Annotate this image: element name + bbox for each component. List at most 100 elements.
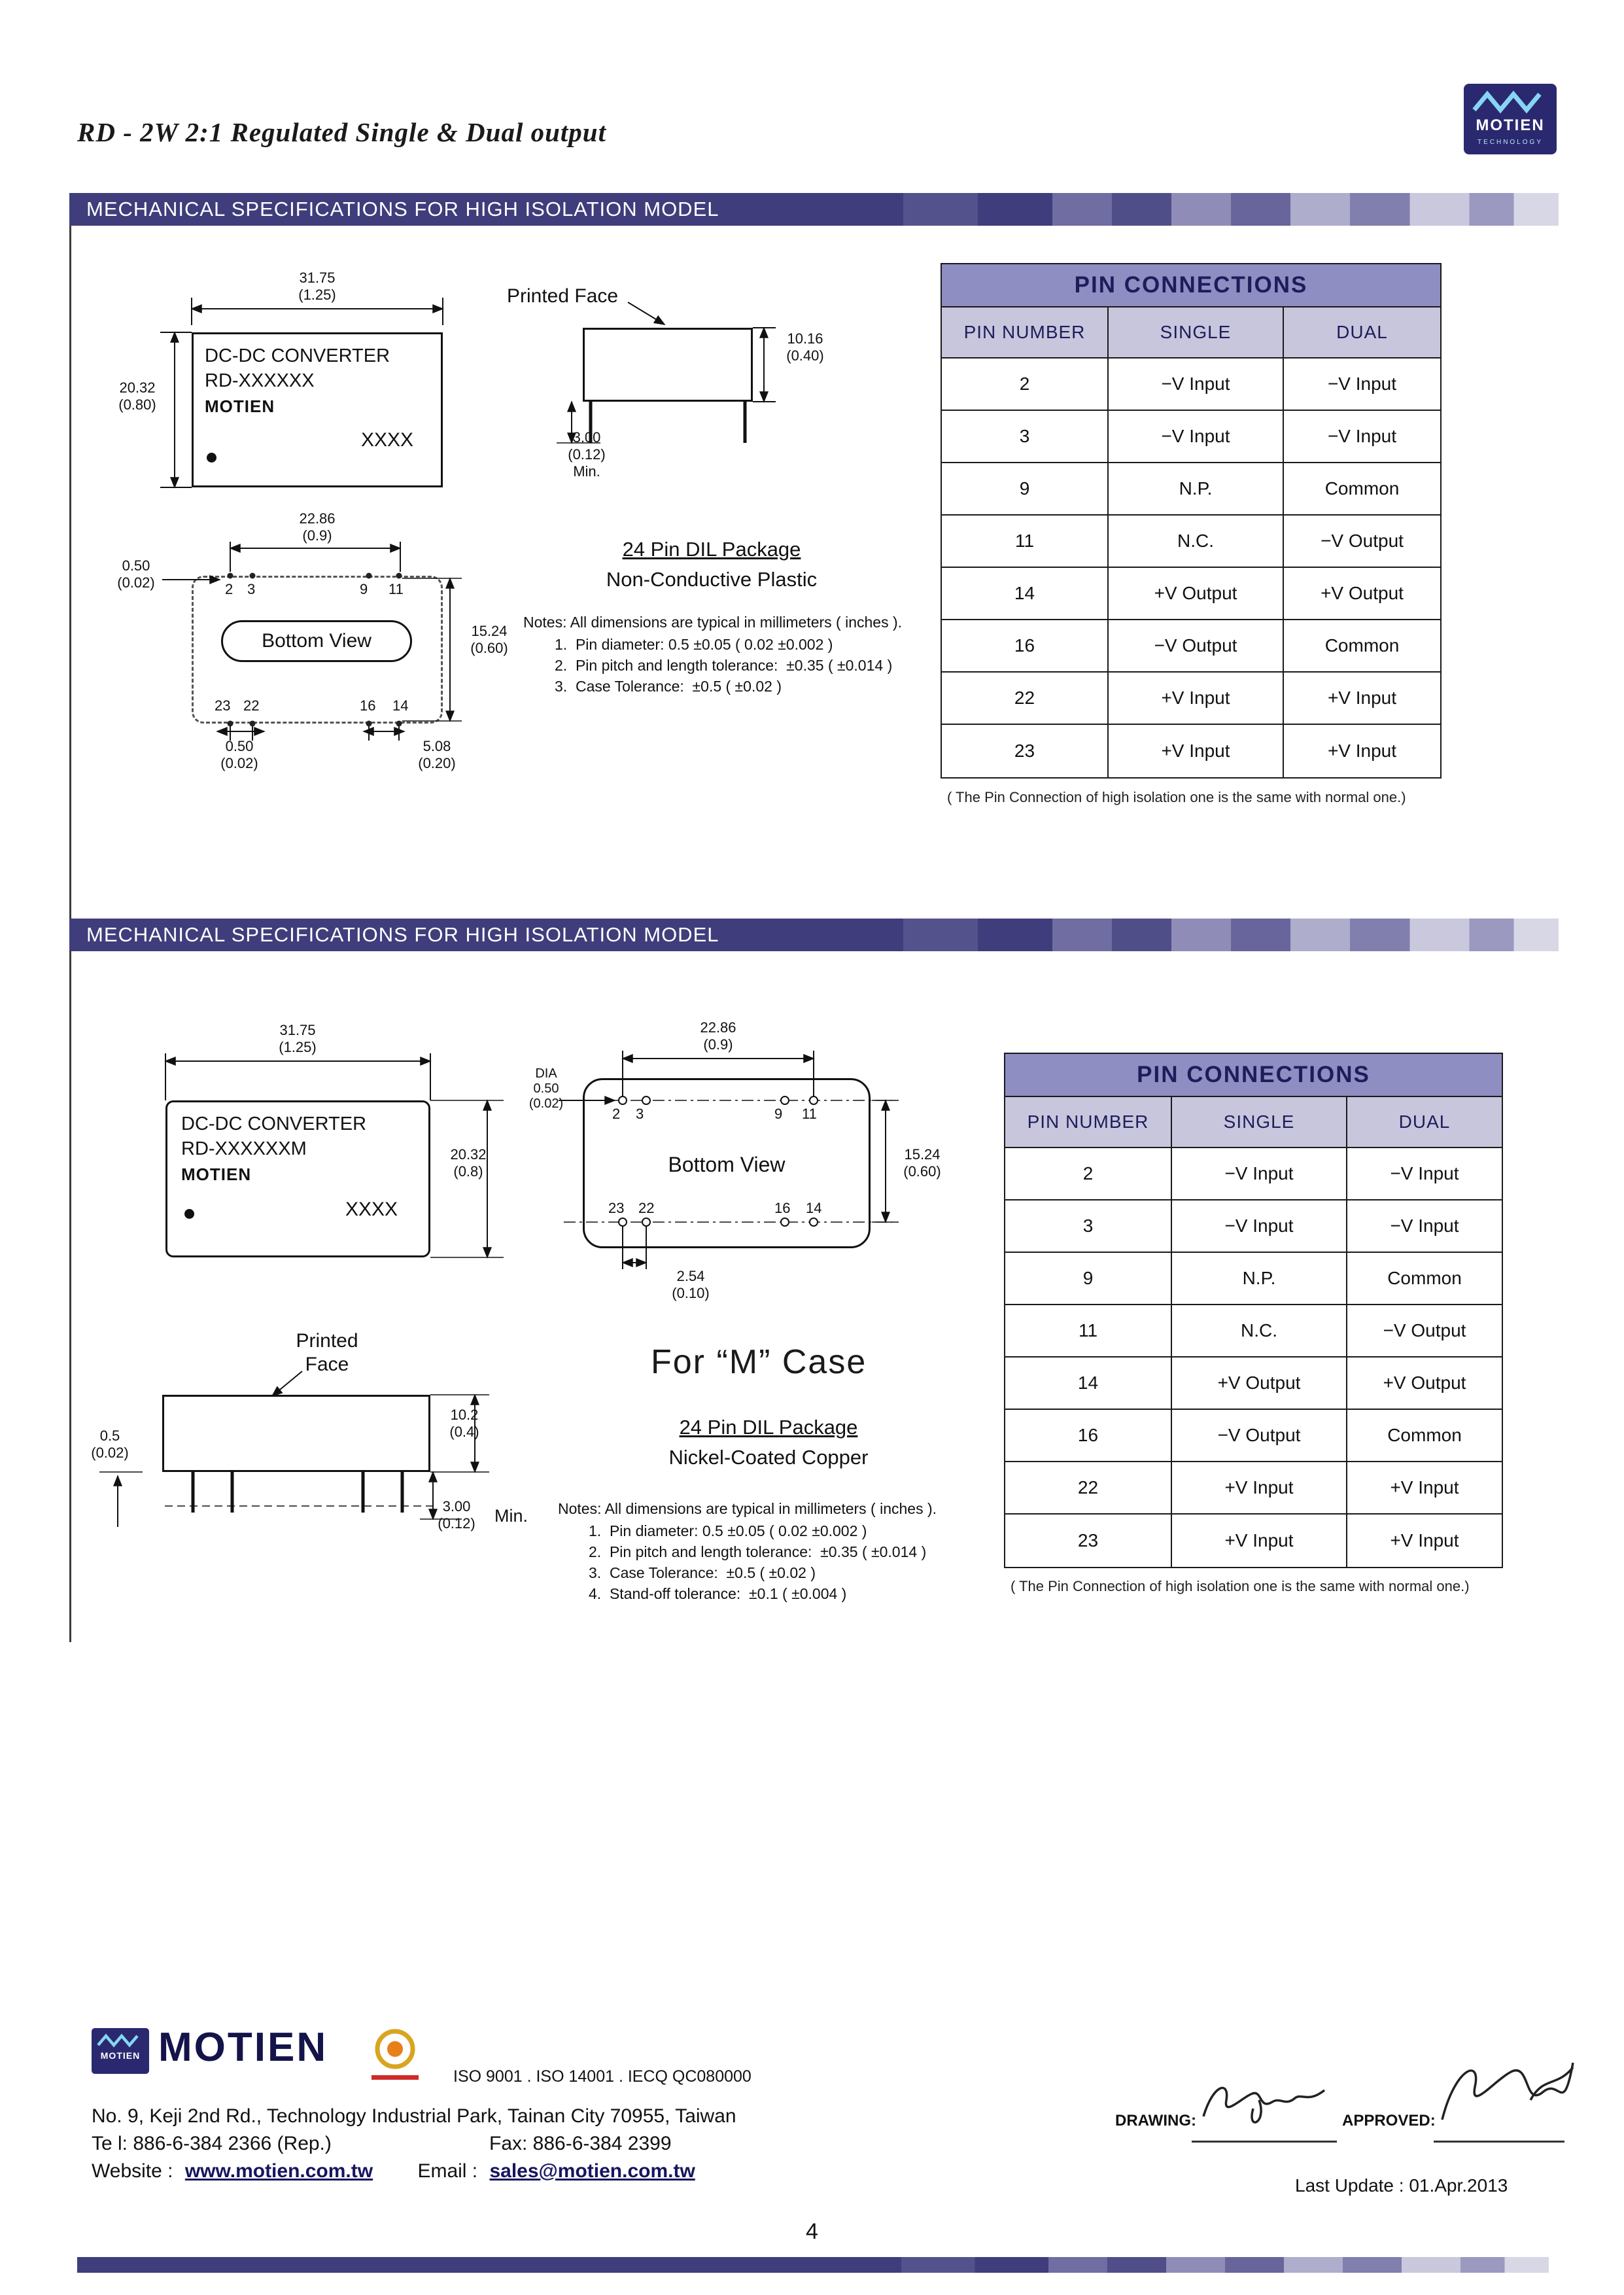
company-address: No. 9, Keji 2nd Rd., Technology Industri… [92,2105,736,2127]
table-cell: +V Output [1321,583,1404,603]
table-cell: +V Input [1327,741,1397,761]
table-cell: +V Input [1109,725,1284,777]
notes2-item: 4. Stand-off tolerance: ±0.1 ( ±0.004 ) [589,1585,847,1602]
table-row: 3−V Input−V Input [942,411,1440,463]
table-cell: 23 [942,725,1109,777]
table-row: 2−V Input−V Input [942,359,1440,411]
front2-line1: DC-DC CONVERTER [181,1113,367,1134]
bottom-view-label-2: Bottom View [668,1153,786,1176]
bottom-view-box-1 [192,576,443,724]
front1-brand: MOTIEN [205,396,275,416]
column-header: PIN NUMBER [1005,1097,1172,1147]
dim-front2-height: 20.32(0.8) [450,1146,487,1180]
dim-bottom1-width: 22.86(0.9) [299,510,336,544]
dim-side1-height: 10.16(0.40) [786,330,824,364]
table-cell: −V Output [1172,1410,1347,1461]
notes2-item: 3. Case Tolerance: ±0.5 ( ±0.02 ) [589,1564,816,1581]
footer-logo-graphic [92,2028,149,2074]
printed-face-label-2: Printed Face [296,1330,358,1375]
pin-number: 22 [638,1200,655,1216]
dim-bottom2-pitch: 2.54(0.10) [672,1268,710,1301]
notes2-item: 2. Pin pitch and length tolerance: ±0.35… [589,1543,927,1560]
side-view-box-2 [162,1395,430,1472]
table-cell: +V Input [1390,1530,1459,1550]
motien-logo-graphic [1464,84,1557,154]
package-heading-1: 24 Pin DIL Package Non-Conductive Plasti… [581,538,842,591]
table-cell: −V Input [1390,1216,1459,1236]
logo-wordmark: MOTIEN [1476,116,1545,134]
table-cell: −V Output [1383,1320,1466,1340]
email-link[interactable]: sales@motien.com.tw [489,2160,695,2182]
column-header: DUAL [1336,322,1388,342]
pin-number: 11 [389,581,404,597]
table-cell: +V Input [1172,1462,1347,1513]
notes2-item: 1. Pin diameter: 0.5 ±0.05 ( 0.02 ±0.002… [589,1522,867,1539]
column-header: DUAL [1398,1112,1451,1132]
dim-front2-width: 31.75(1.25) [279,1022,317,1055]
table-cell: −V Input [1327,426,1397,446]
footer-brand-wordmark: MOTIEN [158,2025,328,2070]
section-left-rule [69,193,71,1642]
table-cell: Common [1324,478,1400,499]
table-cell: 14 [1005,1358,1172,1409]
column-header: SINGLE [1172,1097,1347,1147]
front1-code: XXXX [361,429,414,451]
front1-line2: RD-XXXXXX [205,370,315,391]
pin-number: 14 [392,697,409,714]
table1-footnote: ( The Pin Connection of high isolation o… [947,789,1406,805]
logo-subtitle: TECHNOLOGY [1477,139,1543,146]
table-cell: 3 [942,411,1109,462]
dim-bottom2-pindia: DIA 0.50 (0.02) [528,1066,564,1111]
table-cell: +V Input [1327,688,1397,708]
table-cell: −V Output [1109,620,1284,671]
table-cell: 16 [1005,1410,1172,1461]
dim-bottom1-pitch: 5.08(0.20) [418,738,456,771]
email-label: Email : [417,2160,478,2182]
dim-side2-pinlength: 3.00(0.12) [438,1498,475,1532]
dim-front1-height: 20.32(0.80) [118,379,156,413]
package-type: 24 Pin DIL Package [679,1416,858,1439]
pin1-indicator-dot [207,453,216,463]
printed-face-label-1: Printed Face [507,285,619,307]
table-cell: 2 [942,359,1109,410]
table-cell: 16 [942,620,1109,671]
table-cell: −V Input [1172,1200,1347,1252]
table-cell: 11 [1005,1305,1172,1356]
table-row: 23+V Input+V Input [1005,1515,1502,1567]
dim-bottom2-height: 15.24(0.60) [903,1146,941,1180]
table-row: 14+V Output+V Output [942,568,1440,620]
page-title: RD - 2W 2:1 Regulated Single & Dual outp… [77,117,606,147]
side-view-box-1 [583,328,753,402]
notes2-head: Notes: All dimensions are typical in mil… [558,1500,937,1517]
pin-number: 23 [215,697,231,714]
table-cell: 22 [1005,1462,1172,1513]
footer-bar [77,2257,1549,2273]
table-cell: Common [1324,635,1400,656]
dim-bottom1-pindia: 0.50(0.02) [117,557,155,591]
table-cell: N.C. [1109,516,1284,567]
dim-bottom1-height: 15.24(0.60) [470,623,508,656]
pin-number: 9 [360,581,368,597]
table-cell: 2 [1005,1148,1172,1199]
pin-number: 11 [802,1106,817,1122]
dimension-lines-section1 [160,298,776,741]
table-row: 23+V Input+V Input [942,725,1440,777]
website-label: Website : [92,2160,173,2182]
table-cell: 9 [1005,1253,1172,1304]
approved-signature-line [1434,2141,1564,2143]
website-link[interactable]: www.motien.com.tw [184,2160,373,2182]
table-cell: −V Output [1321,531,1404,551]
table-cell: +V Input [1109,673,1284,724]
drawing-signature [1202,2086,1326,2124]
package-material: Nickel-Coated Copper [668,1446,869,1469]
section2-banner: MECHANICAL SPECIFICATIONS FOR HIGH ISOLA… [69,919,1559,951]
pin-number: 16 [360,697,376,714]
package-heading-2: 24 Pin DIL Package Nickel-Coated Copper [625,1416,912,1469]
motien-logo: MOTIEN TECHNOLOGY [1464,84,1557,154]
dim-side2-standoff: 0.5(0.02) [91,1428,129,1461]
front-view-box-2 [165,1100,430,1257]
front2-line2: RD-XXXXXXM [181,1138,307,1159]
column-header: SINGLE [1109,307,1284,357]
